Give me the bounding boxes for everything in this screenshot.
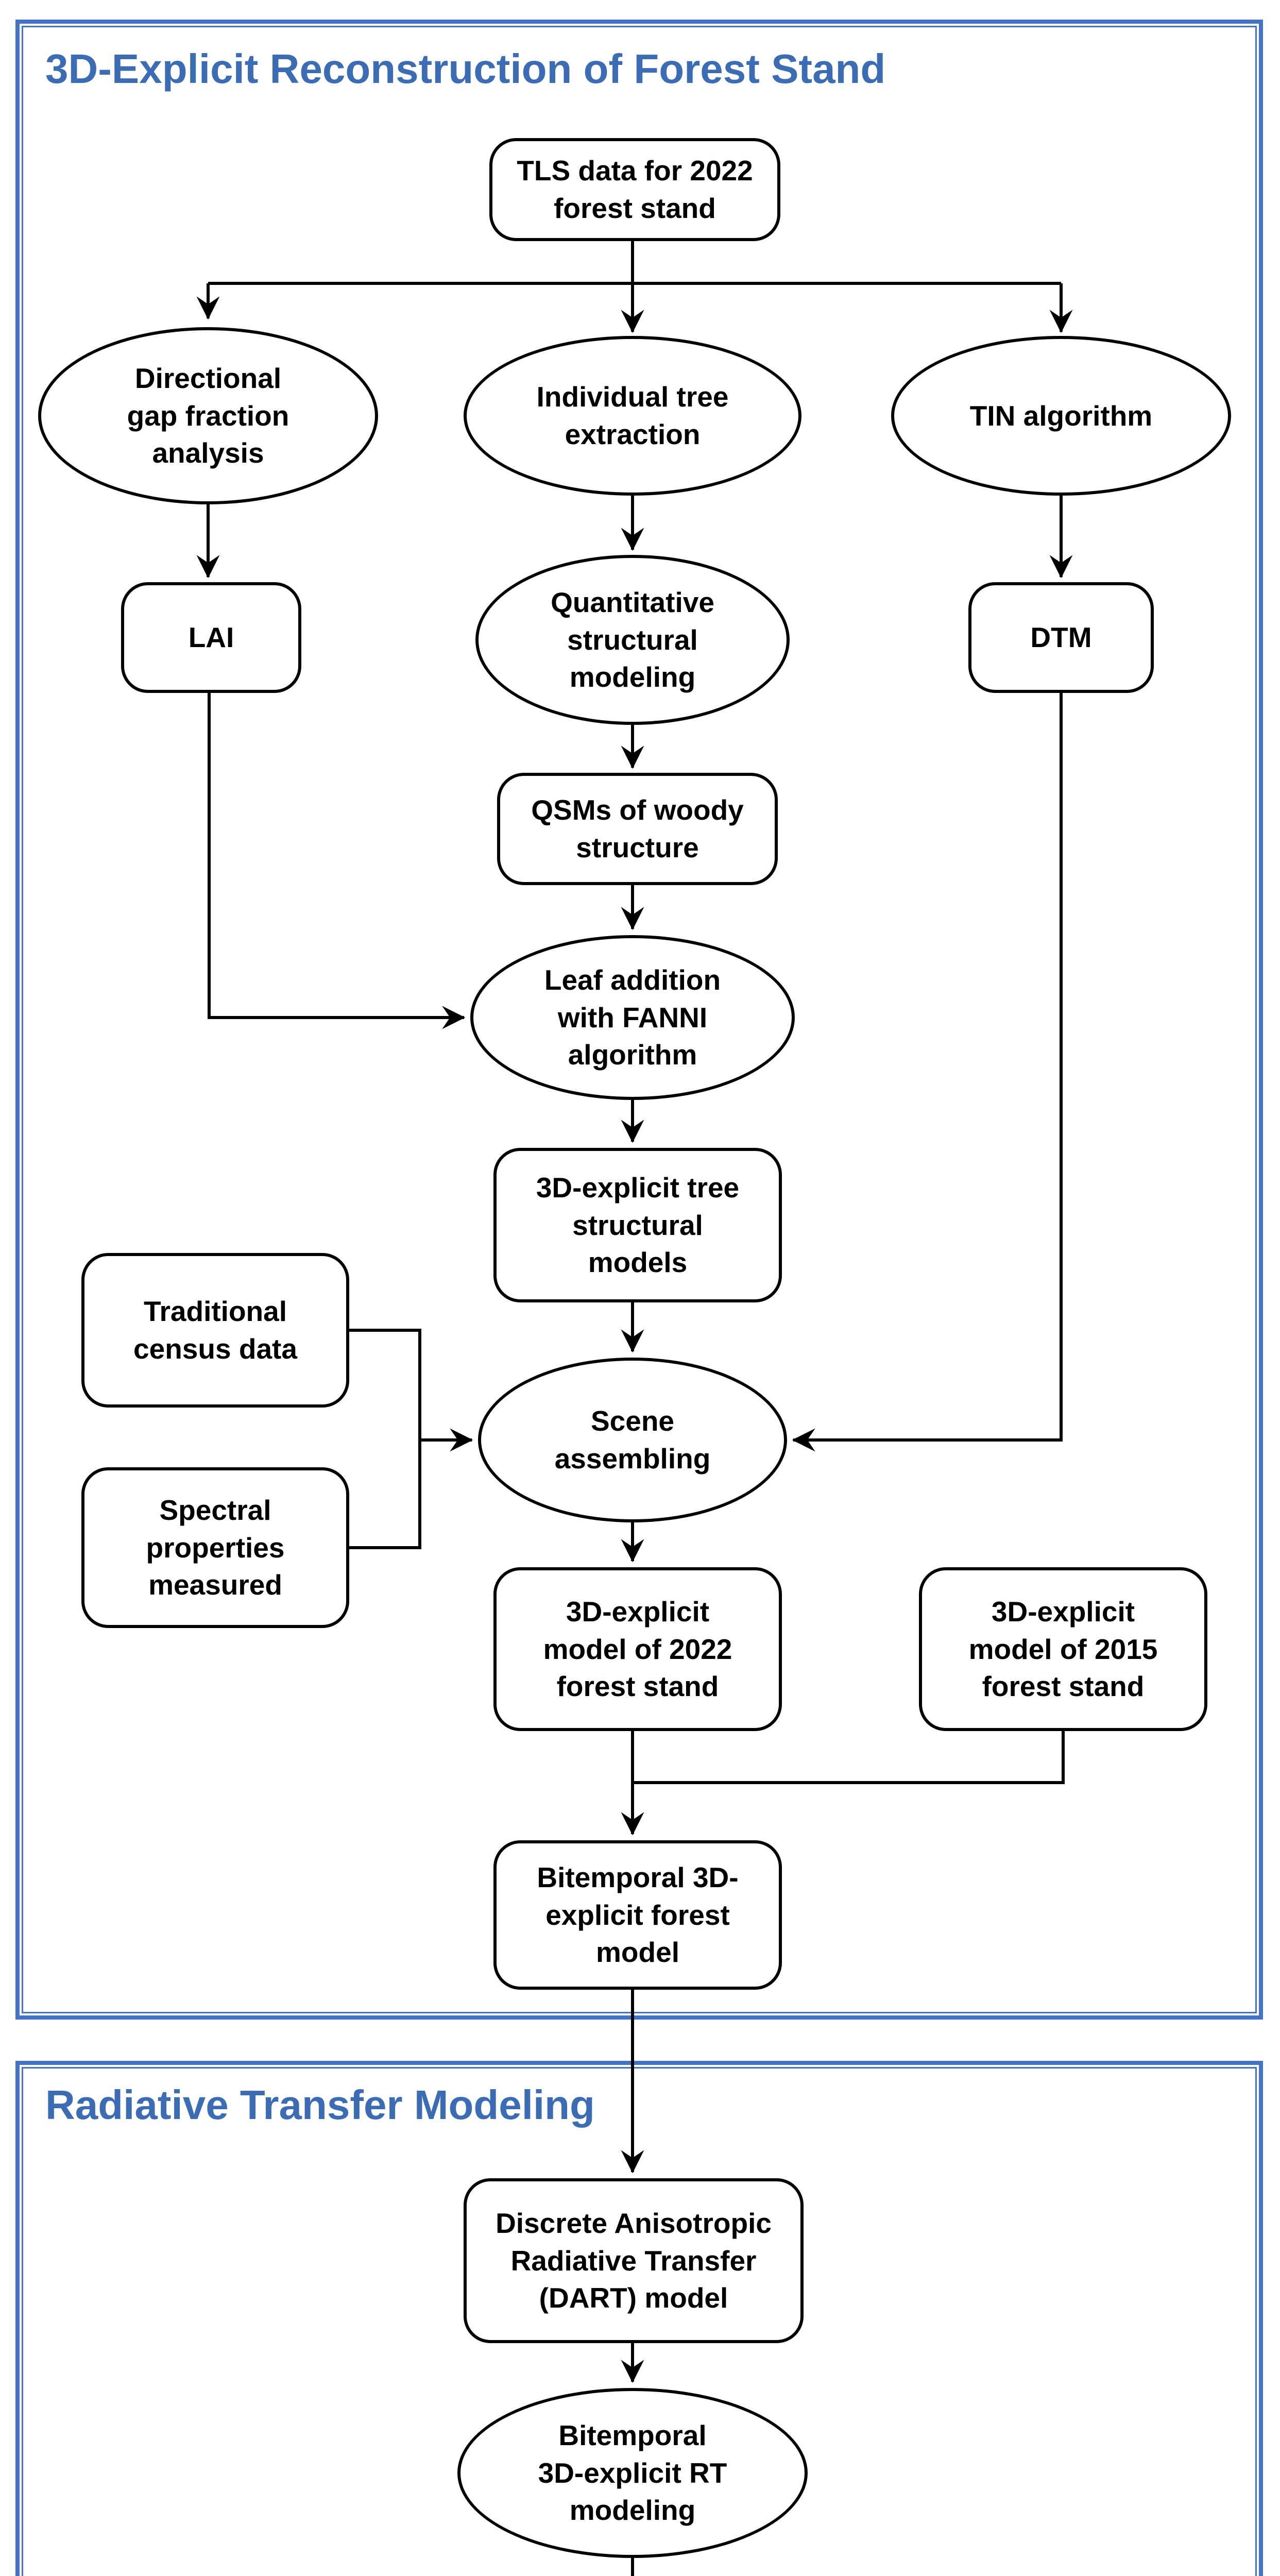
arrow-dtm-to-scene — [792, 693, 1063, 1452]
node-individual-tree-extraction: Individual tree extraction — [464, 336, 801, 496]
connector-census-spectral — [349, 1329, 421, 1549]
node-leaf-addition-fanni: Leaf addition with FANNI algorithm — [470, 935, 795, 1100]
node-model-2015: 3D-explicit model of 2015 forest stand — [919, 1567, 1207, 1731]
section-radiative-transfer — [15, 2061, 1263, 2576]
section-title-reconstruction: 3D-Explicit Reconstruction of Forest Sta… — [45, 46, 886, 92]
node-3d-tree-structural-models: 3D-explicit tree structural models — [493, 1148, 782, 1302]
node-scene-assembling: Scene assembling — [478, 1358, 787, 1522]
node-traditional-census-data: Traditional census data — [81, 1253, 349, 1408]
node-qsms-woody-structure: QSMs of woody structure — [497, 773, 778, 885]
section-reconstruction — [15, 20, 1263, 2020]
node-tin-algorithm: TIN algorithm — [891, 336, 1231, 496]
node-dart-model: Discrete Anisotropic Radiative Transfer … — [464, 2178, 804, 2343]
node-bitemporal-rt-modeling: Bitemporal 3D-explicit RT modeling — [457, 2388, 808, 2558]
node-bitemporal-forest-model: Bitemporal 3D- explicit forest model — [493, 1840, 782, 1990]
node-spectral-properties-measured: Spectral properties measured — [81, 1467, 349, 1628]
node-quantitative-structural-modeling: Quantitative structural modeling — [475, 555, 790, 725]
node-model-2022: 3D-explicit model of 2022 forest stand — [493, 1567, 782, 1731]
arrow-lai-to-fanni — [208, 693, 466, 1029]
section-title-radiative-transfer: Radiative Transfer Modeling — [45, 2082, 595, 2128]
connector-merge — [633, 1731, 1065, 1784]
node-dtm: DTM — [968, 582, 1154, 693]
node-lai: LAI — [121, 582, 301, 693]
node-directional-gap-fraction: Directional gap fraction analysis — [38, 327, 378, 504]
node-tls-data: TLS data for 2022 forest stand — [489, 138, 780, 241]
